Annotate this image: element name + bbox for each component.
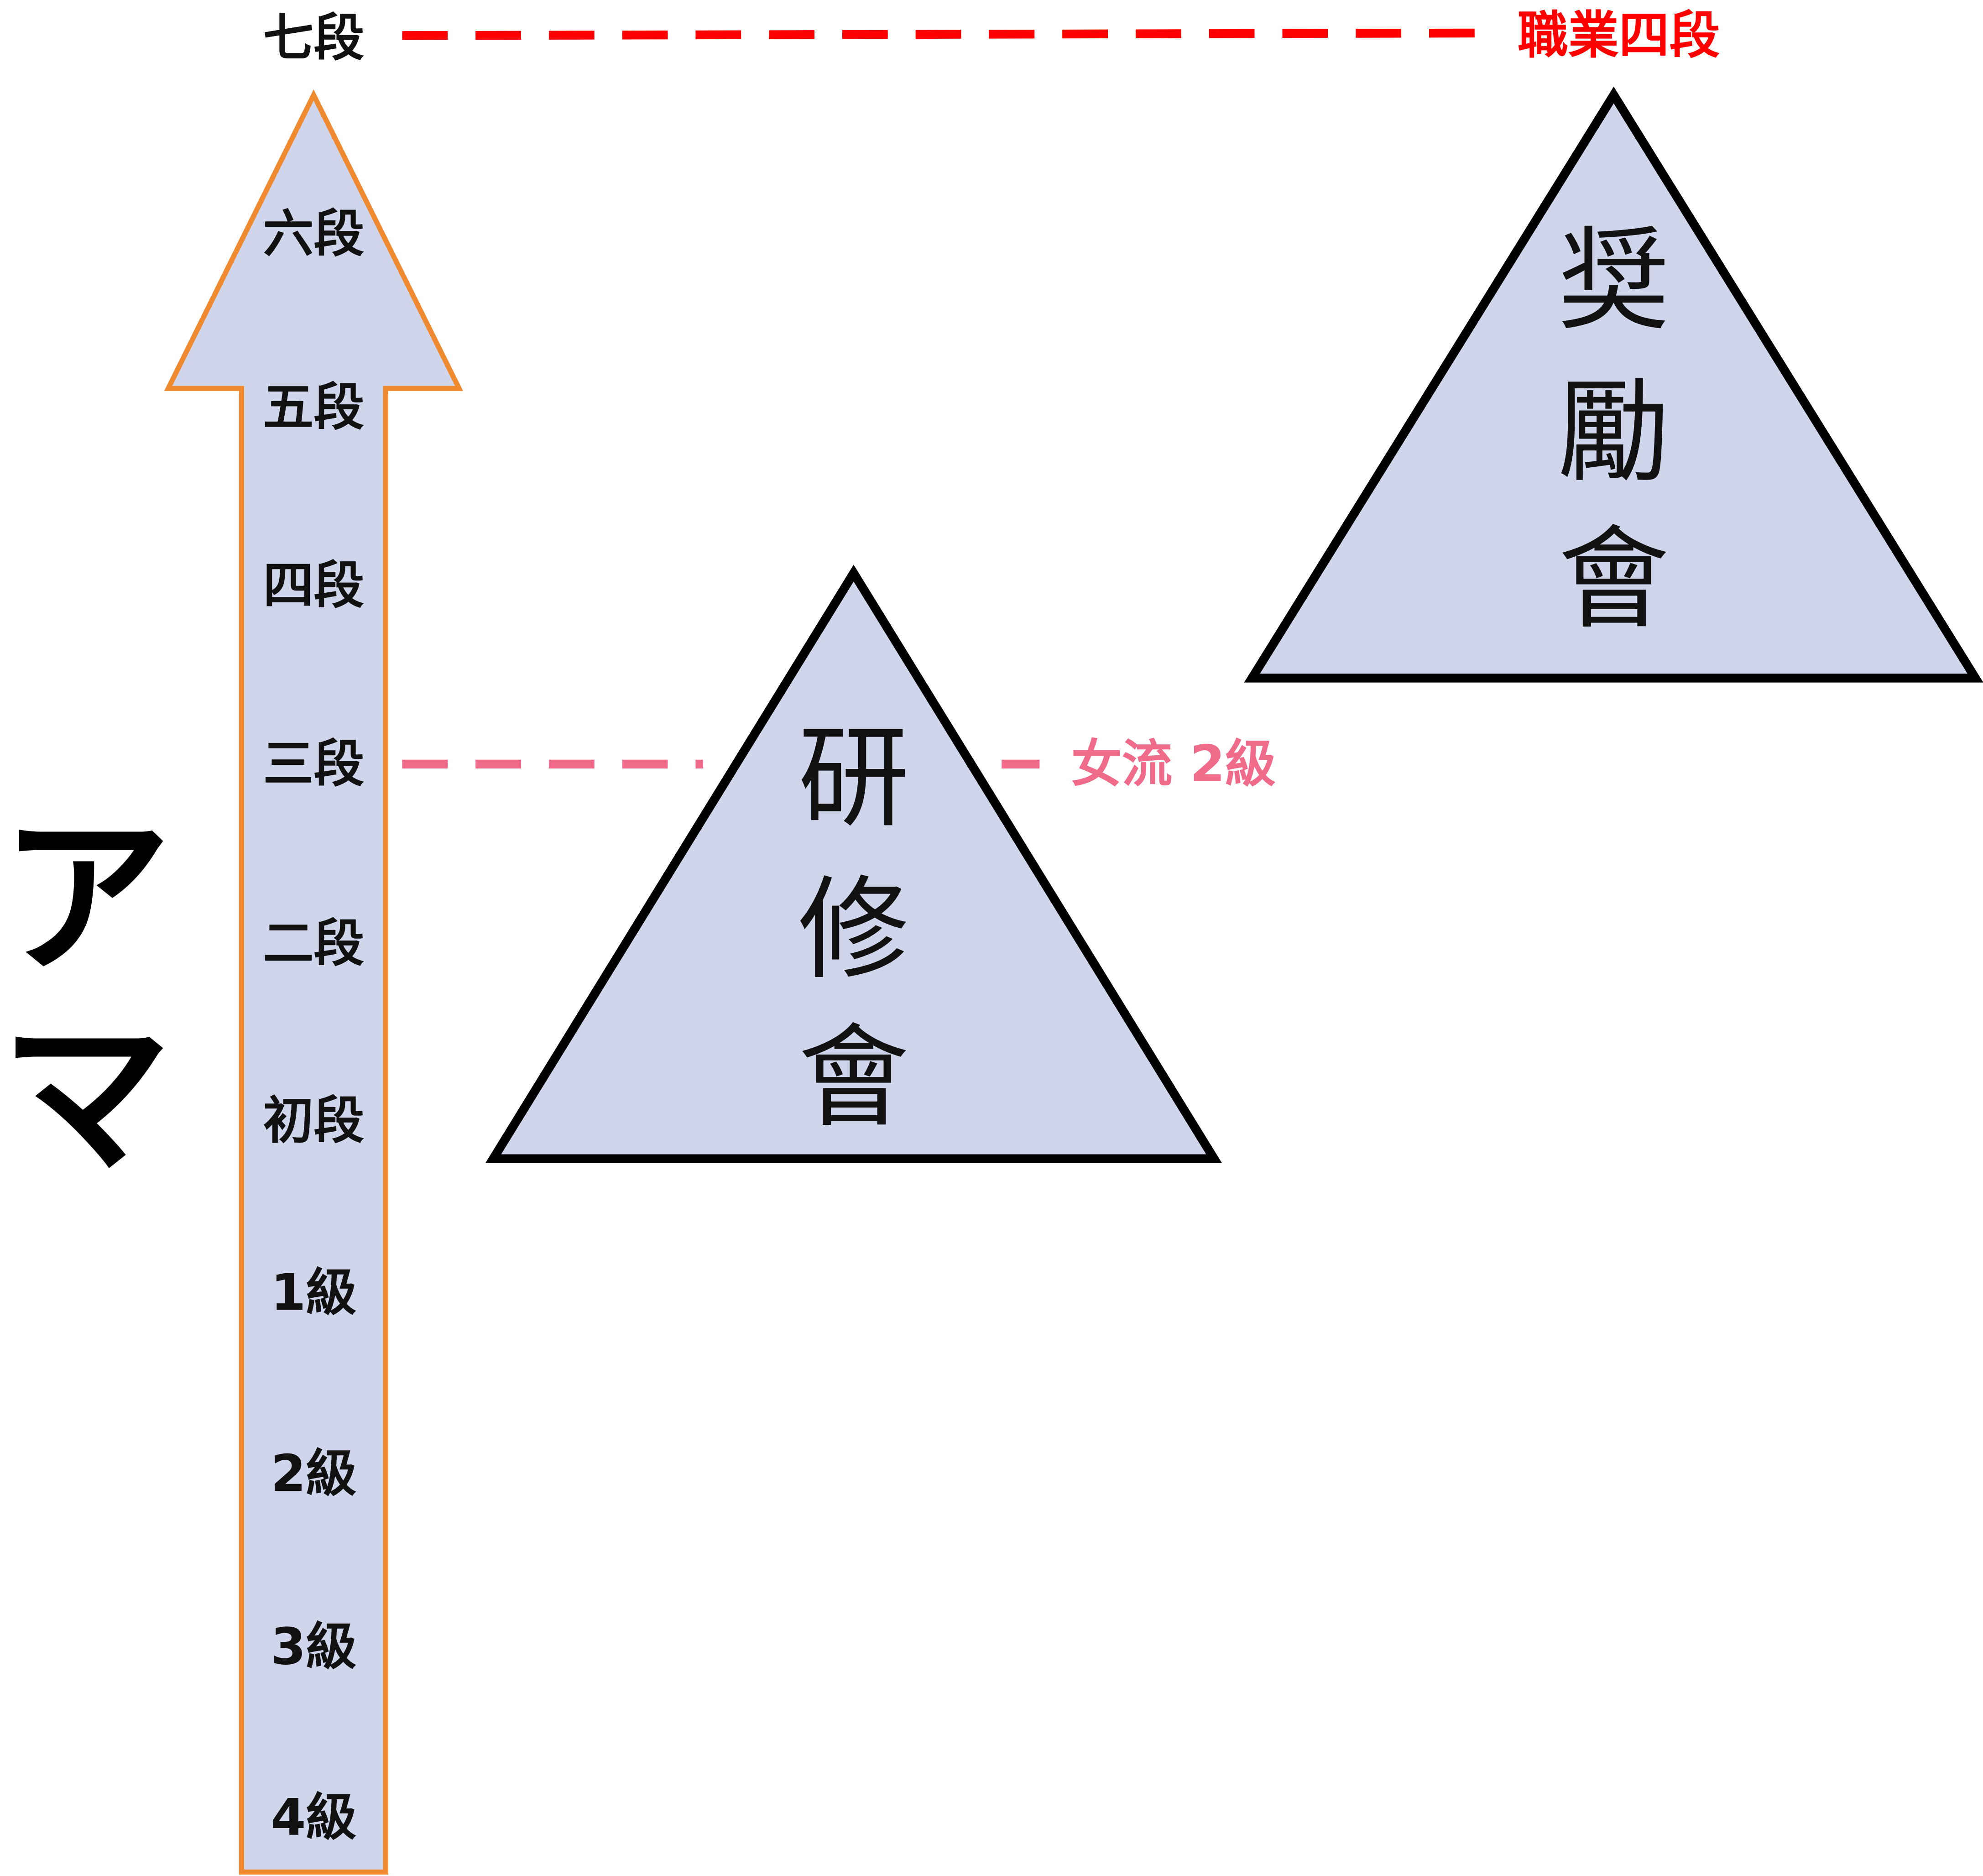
rank-label: 初段 [263, 1092, 365, 1150]
pro-threshold-line [402, 28, 1495, 40]
rank-label: 七段 [263, 9, 365, 68]
shoreikai-char: 勵 [1558, 368, 1670, 497]
rank-label: 四段 [263, 556, 365, 615]
amateur-label-char: マ [0, 999, 171, 1197]
rank-label: 五段 [263, 378, 365, 437]
kenshukai-char: 研 [798, 713, 909, 843]
rank-label: 三段 [263, 735, 365, 794]
amateur-label-char: ア [0, 799, 171, 998]
rank-arrow [164, 89, 464, 1875]
women-label: 女流 2級 [1071, 735, 1276, 794]
rank-label: 2級 [271, 1444, 356, 1503]
rank-label: 3級 [271, 1618, 356, 1677]
pro-label: 職業四段 [1518, 6, 1720, 65]
rank-label: 二段 [263, 914, 365, 973]
kenshukai-char: 會 [798, 1013, 909, 1143]
rank-label: 4級 [271, 1788, 356, 1847]
kenshukai-char: 修 [798, 865, 909, 994]
shoreikai-char: 奨 [1558, 216, 1670, 346]
rank-label: 1級 [271, 1263, 356, 1322]
rank-label: 六段 [263, 205, 365, 264]
shoreikai-triangle [1244, 86, 1983, 683]
kenshukai-triangle [485, 564, 1222, 1163]
shoreikai-char: 會 [1558, 515, 1670, 644]
